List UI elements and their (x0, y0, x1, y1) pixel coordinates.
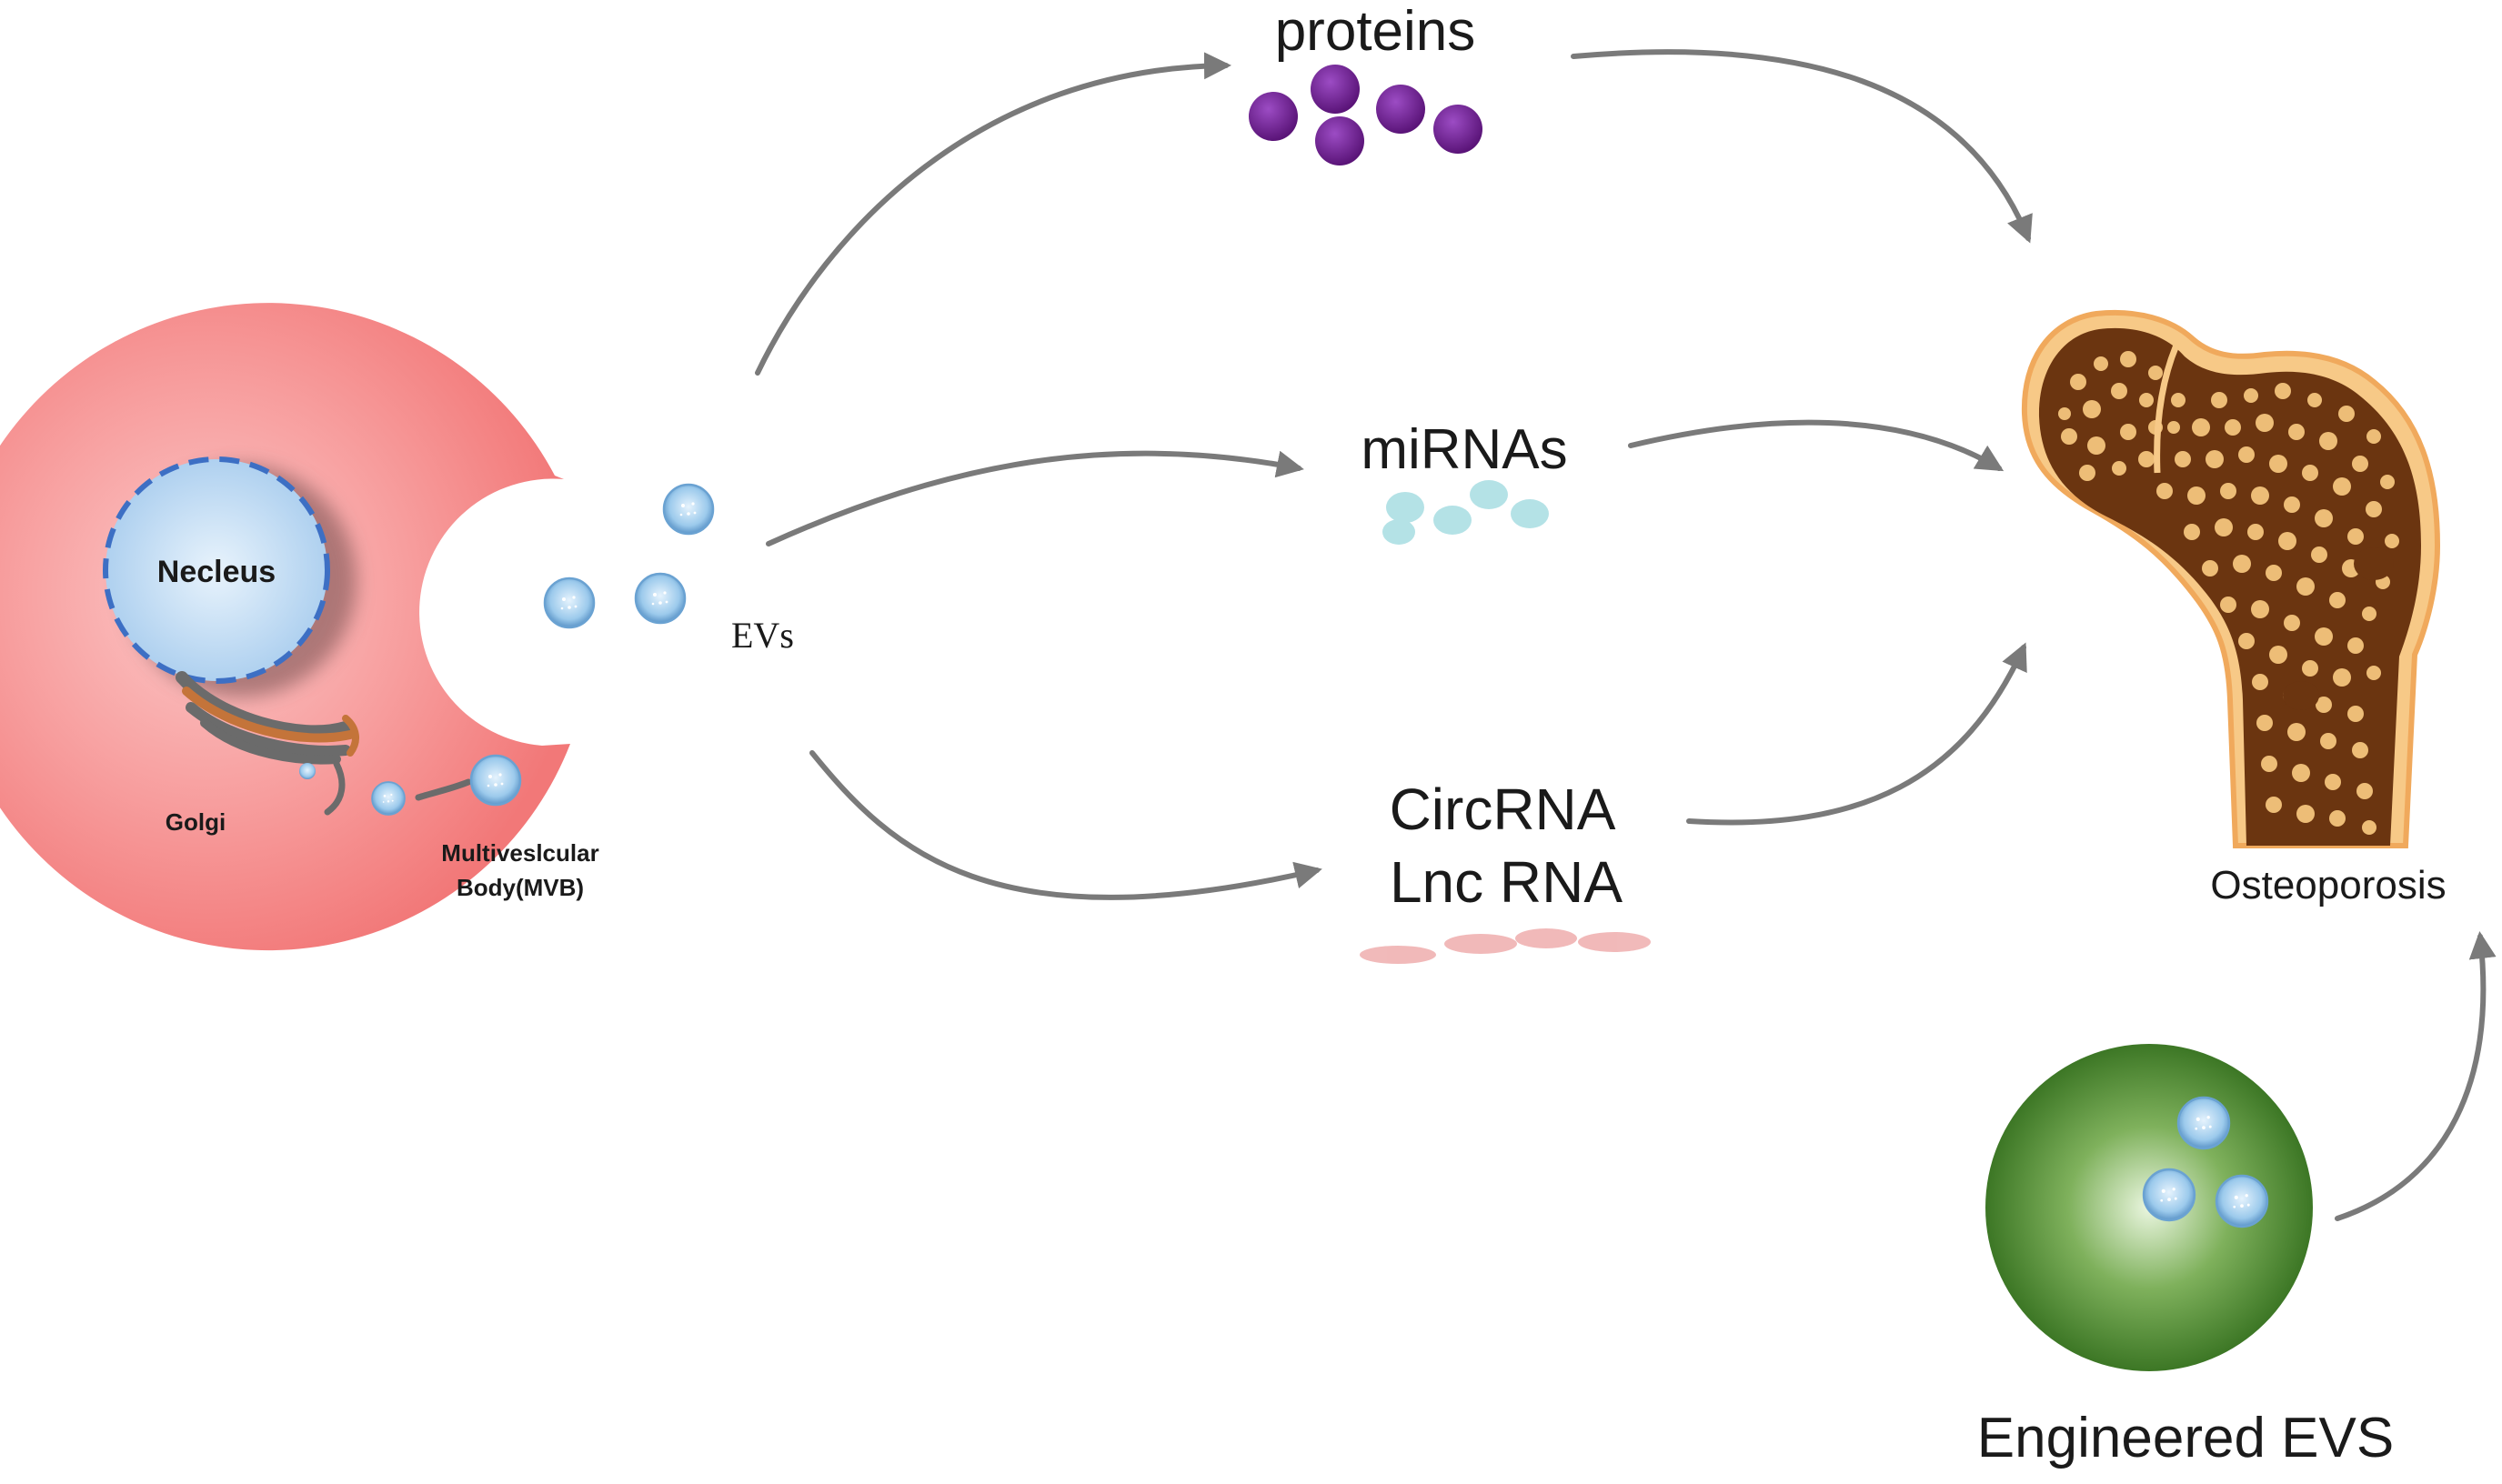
vesicle-icon (2176, 1096, 2231, 1150)
arrow-evs-to-circrna (809, 750, 1322, 900)
arrow-evs-to-mirnas (766, 450, 1304, 546)
small-vesicle-icon (299, 763, 316, 779)
circrna-label: CircRNA (1390, 777, 1616, 842)
nucleus-icon (103, 456, 357, 697)
lncrna-label: Lnc RNA (1390, 849, 1623, 915)
arrow-evs-to-proteins (755, 52, 1231, 376)
arrow-mirnas-to-bone (1628, 419, 2005, 472)
proteins-label: proteins (1275, 0, 1476, 63)
mvb-label-line1: Multiveslcular (441, 839, 598, 867)
osteoporosis-label: Osteoporosis (2210, 863, 2446, 907)
femur-bone-icon (2021, 309, 2441, 848)
vesicle-icon (2215, 1174, 2269, 1228)
mvb-label-line2: Body(MVB) (457, 874, 584, 901)
vesicle-icon (543, 577, 596, 629)
arrow-circrna-to-bone (1686, 642, 2027, 826)
vesicle-icon (469, 754, 522, 807)
evs-label: EVs (731, 615, 794, 656)
rna-strand-icon (1360, 928, 1651, 964)
golgi-label: Golgi (166, 808, 226, 836)
nucleus-label: Necleus (157, 555, 276, 589)
vesicle-icon (2142, 1168, 2196, 1222)
arrow-engineered-evs-to-osteoporosis (2335, 931, 2497, 1221)
vesicle-icon (634, 572, 687, 625)
arrow-proteins-to-bone (1571, 49, 2033, 244)
vesicle-icon (371, 781, 406, 816)
mirna-molecule-icon (1382, 480, 1549, 545)
protein-molecule-icon (1249, 65, 1482, 165)
golgi-icon (176, 671, 359, 816)
engineered-evs-label: Engineered EVS (1977, 1407, 2394, 1469)
mirnas-label: miRNAs (1361, 418, 1567, 481)
vesicle-icon (662, 483, 715, 536)
